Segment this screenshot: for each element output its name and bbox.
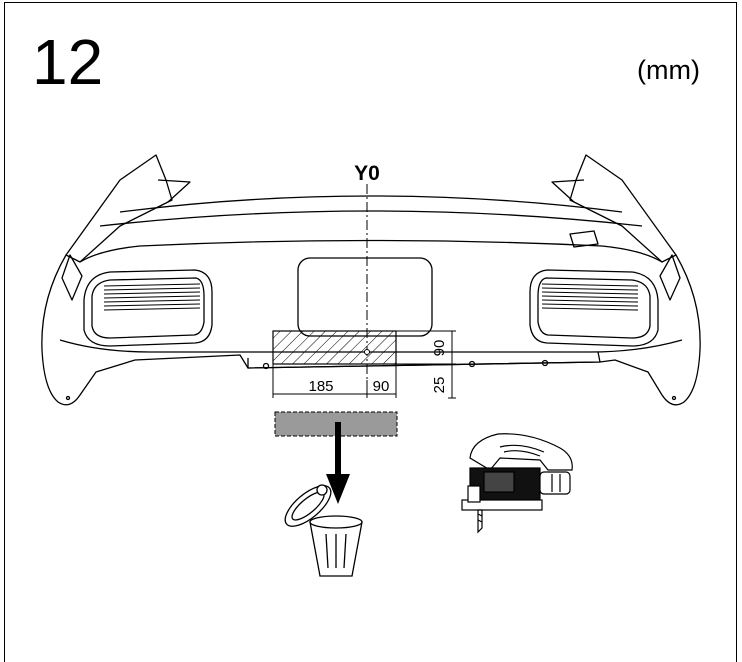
y0-label: Y0 [354, 162, 380, 185]
step-number: 12 [32, 26, 104, 98]
trash-bin-icon [284, 484, 363, 577]
dimension-25: 25 [431, 377, 448, 394]
unit-label: (mm) [637, 55, 700, 85]
jigsaw-icon [461, 433, 573, 534]
center-hole [364, 349, 370, 355]
vent-grille-right [541, 283, 639, 311]
dimension-185: 185 [308, 378, 333, 395]
dimension-90-horizontal: 90 [373, 378, 390, 395]
vertical-dimensions [396, 330, 456, 399]
instruction-panel: 12 (mm) [4, 2, 737, 662]
bumper-diagram: Y0 185 90 90 25 [41, 154, 701, 577]
horizontal-dimensions [272, 364, 397, 398]
vent-grille-left [103, 283, 201, 311]
dimension-90-vertical: 90 [431, 340, 448, 357]
arrow-down-icon [326, 422, 350, 504]
cut-area [272, 330, 397, 365]
panel-border [4, 2, 737, 662]
rear-bumper-drawing [41, 154, 701, 406]
